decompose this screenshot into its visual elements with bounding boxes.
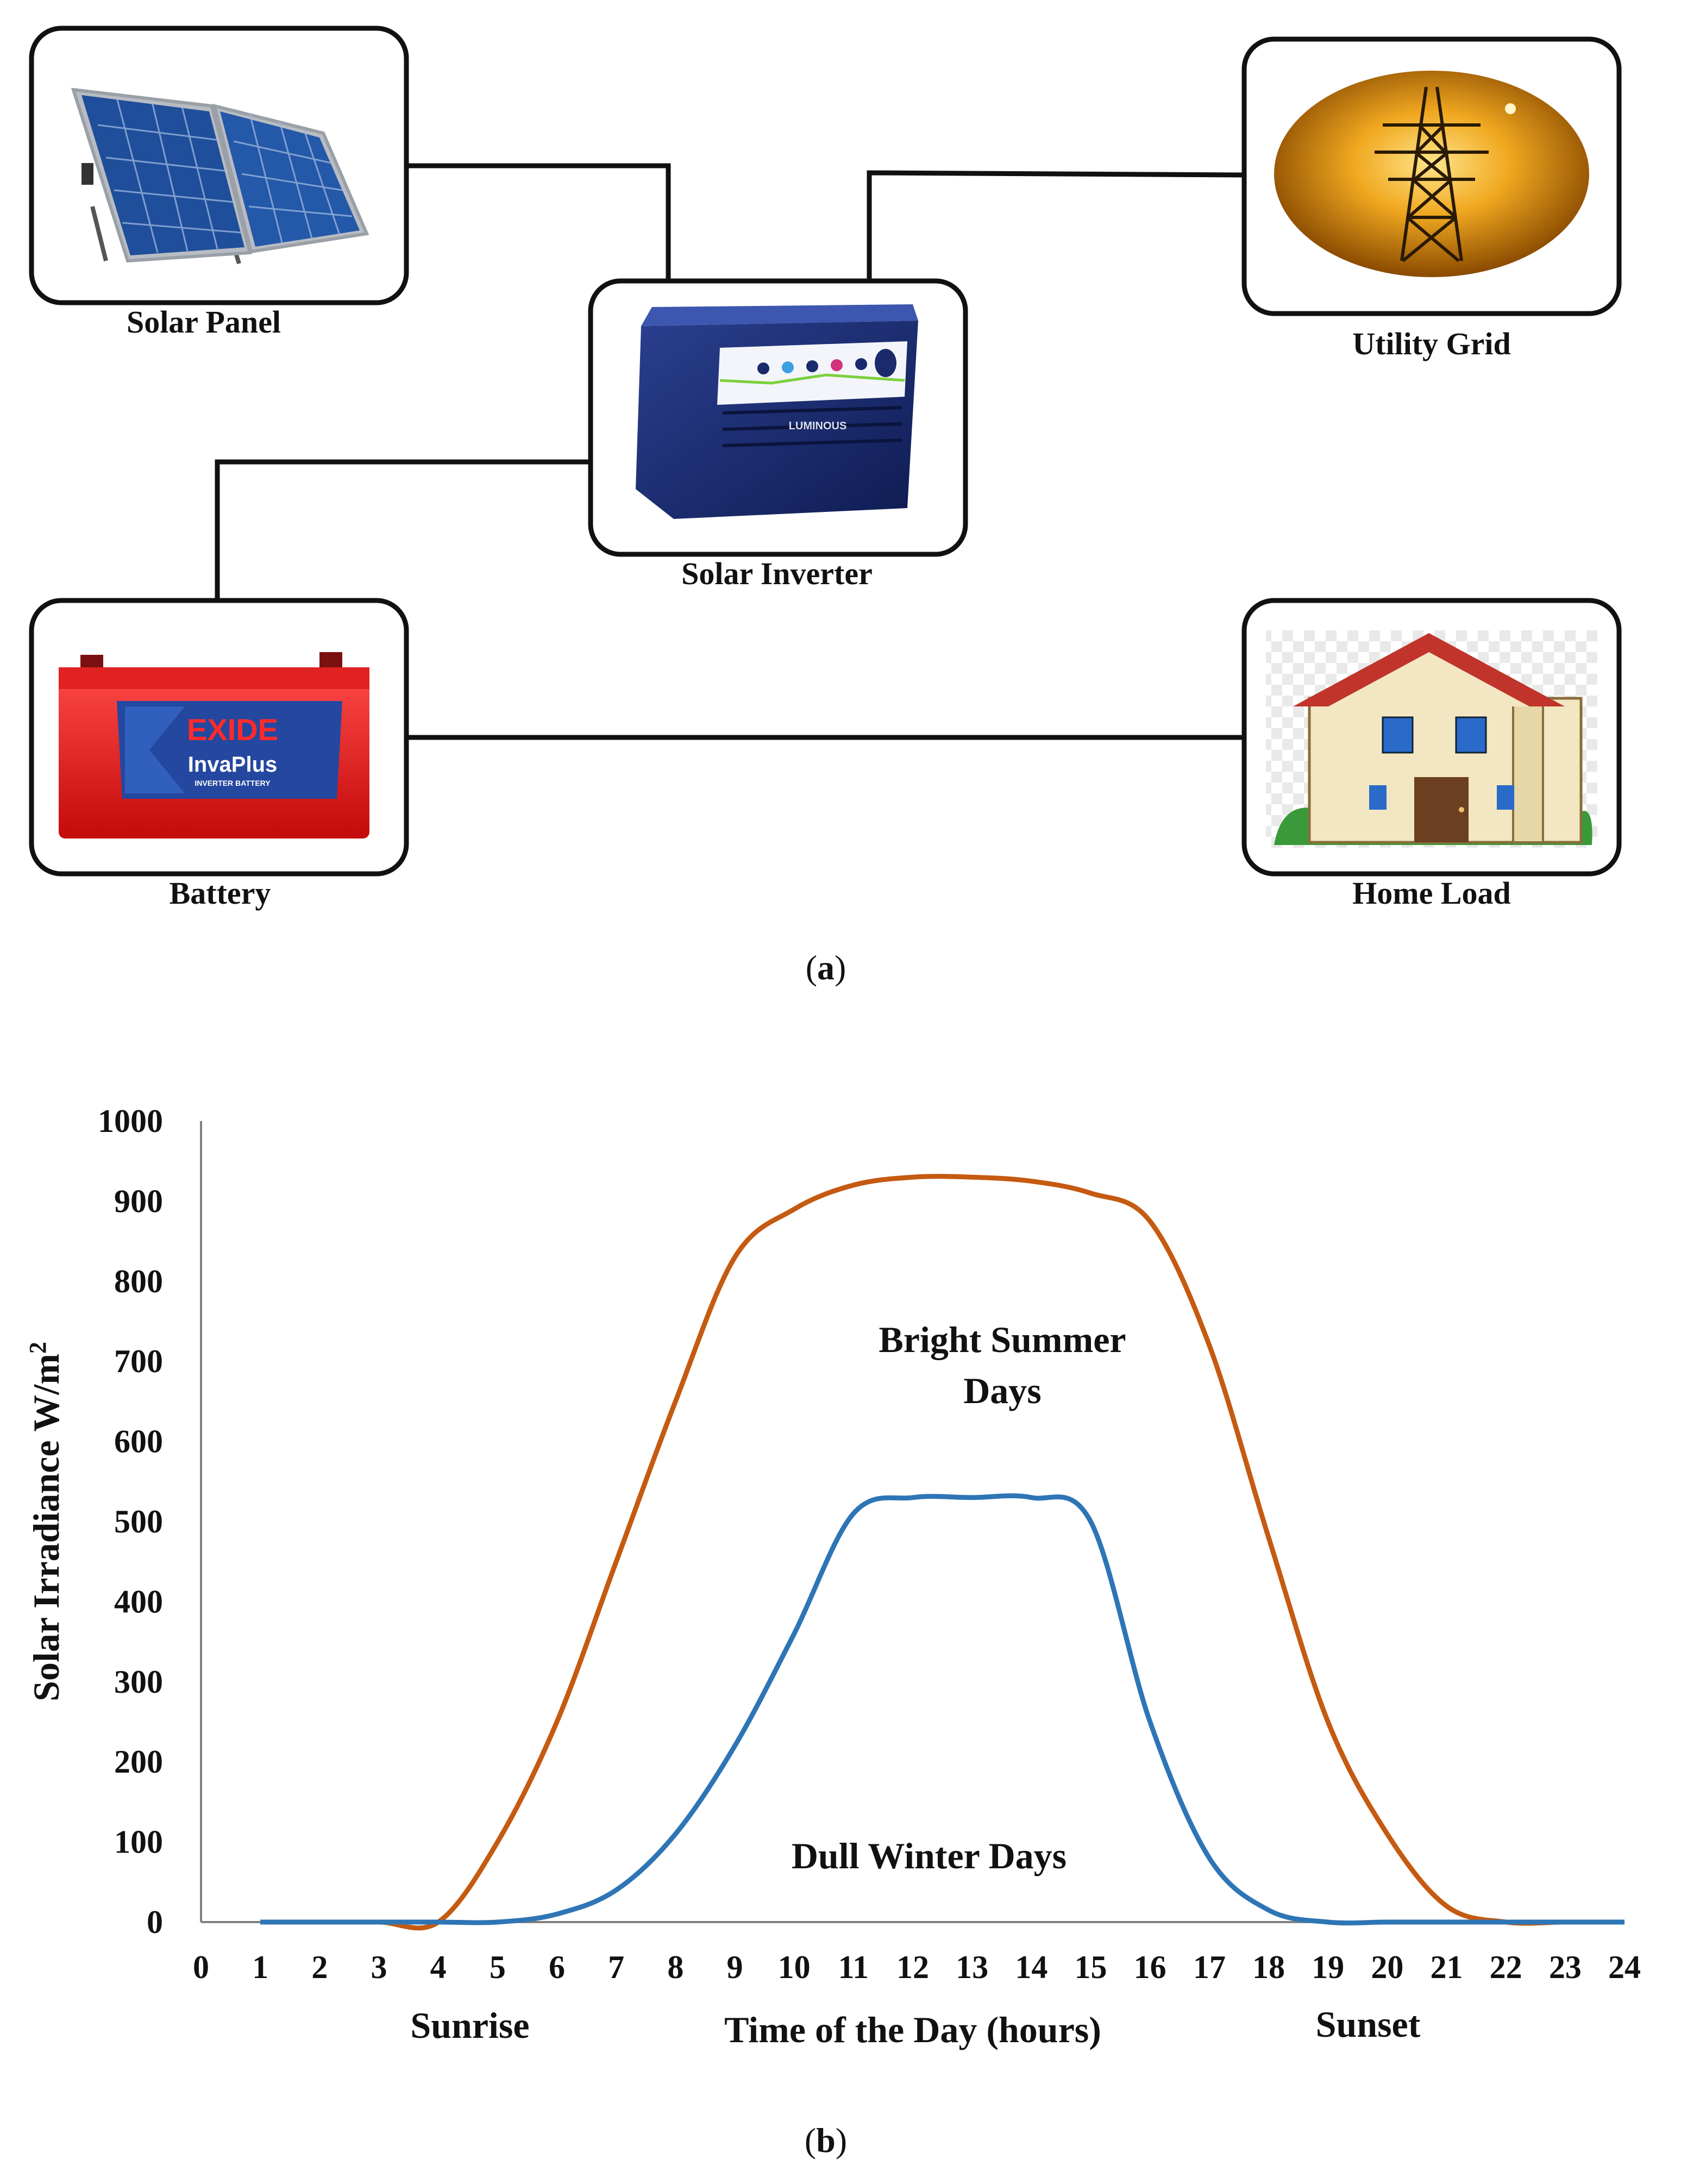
- caption-b: (b): [805, 2121, 847, 2160]
- x-tick-label: 23: [1549, 1949, 1582, 1985]
- utility-grid-node: Utility Grid: [1241, 36, 1622, 361]
- svg-text:InvaPlus: InvaPlus: [188, 753, 278, 777]
- wire-solar-panel-to-inverter: [407, 163, 671, 280]
- x-tick-label: 14: [1015, 1949, 1048, 1985]
- x-tick-label: 3: [371, 1949, 387, 1985]
- house-icon: [1266, 630, 1597, 848]
- x-tick-label: 11: [838, 1949, 869, 1985]
- y-tick-label: 900: [114, 1183, 163, 1219]
- solar-inverter-node: LUMINOUS Solar Inverter: [588, 278, 968, 591]
- svg-text:LUMINOUS: LUMINOUS: [789, 420, 847, 432]
- x-tick-label: 21: [1431, 1949, 1463, 1985]
- x-tick-label: 10: [778, 1949, 811, 1985]
- battery-icon: EXIDE InvaPlus INVERTER BATTERY: [59, 652, 369, 838]
- y-tick-labels: 0 100 200 300 400 500 600 700 800 900 1000: [98, 1103, 163, 1940]
- x-axis-label: Time of the Day (hours): [724, 2009, 1101, 2050]
- caption-a: (a): [806, 948, 846, 987]
- x-tick-label: 16: [1134, 1949, 1166, 1985]
- svg-text:EXIDE: EXIDE: [187, 712, 278, 747]
- x-tick-label: 22: [1490, 1949, 1522, 1985]
- utility-grid-label: Utility Grid: [1352, 326, 1511, 361]
- x-tick-label: 6: [549, 1949, 565, 1985]
- solar-panel-node: Solar Panel: [29, 26, 409, 340]
- x-tick-label: 1: [252, 1949, 268, 1985]
- sunset-label: Sunset: [1316, 2004, 1421, 2045]
- y-tick-label: 300: [114, 1664, 163, 1700]
- x-tick-label: 7: [608, 1949, 624, 1985]
- x-tick-label: 5: [490, 1949, 506, 1985]
- battery-node: EXIDE InvaPlus INVERTER BATTERY Battery: [29, 598, 409, 911]
- diagram-a: Solar Panel LUMINOUS: [29, 26, 1622, 987]
- y-tick-label: 100: [114, 1824, 163, 1860]
- y-tick-label: 600: [114, 1424, 163, 1460]
- solar-inverter-label: Solar Inverter: [681, 556, 873, 591]
- home-load-node: Home Load: [1241, 598, 1622, 911]
- x-tick-label: 17: [1193, 1949, 1226, 1985]
- summer-series-annotation: Bright Summer: [879, 1319, 1126, 1360]
- sunrise-label: Sunrise: [410, 2005, 529, 2046]
- x-tick-label: 19: [1312, 1949, 1344, 1985]
- battery-label: Battery: [170, 875, 271, 911]
- y-axis-label: Solar Irradiance W/m2: [24, 1342, 67, 1701]
- x-tick-label: 18: [1252, 1949, 1285, 1985]
- y-tick-label: 700: [114, 1343, 163, 1379]
- x-tick-label: 12: [896, 1949, 929, 1985]
- x-tick-label: 20: [1371, 1949, 1403, 1985]
- series-layer: [260, 1174, 1624, 1931]
- wire-inverter-to-battery: [215, 459, 589, 600]
- y-tick-label: 200: [114, 1744, 163, 1780]
- x-tick-label: 24: [1608, 1949, 1641, 1985]
- y-tick-label: 800: [114, 1263, 163, 1299]
- x-tick-label: 0: [193, 1949, 209, 1985]
- winter-series-line: [260, 1493, 1624, 1926]
- y-tick-label: 0: [147, 1904, 163, 1940]
- transmission-tower-icon: [1274, 71, 1589, 277]
- y-tick-label: 400: [114, 1584, 163, 1619]
- home-load-label: Home Load: [1352, 875, 1511, 911]
- winter-series-annotation: Dull Winter Days: [792, 1835, 1067, 1876]
- connection-wires: [215, 163, 1245, 740]
- x-tick-label: 15: [1075, 1949, 1107, 1985]
- y-tick-label: 500: [114, 1504, 163, 1540]
- solar-panel-icon: [71, 87, 369, 265]
- x-tick-label: 13: [956, 1949, 988, 1985]
- inverter-icon: LUMINOUS: [636, 304, 918, 519]
- x-tick-label: 4: [430, 1949, 447, 1985]
- x-tick-label: 2: [311, 1949, 328, 1985]
- x-tick-label: 8: [667, 1949, 683, 1985]
- x-tick-label: 9: [727, 1949, 743, 1985]
- y-tick-label: 1000: [98, 1103, 163, 1139]
- svg-text:INVERTER BATTERY: INVERTER BATTERY: [195, 779, 271, 787]
- summer-series-line: [260, 1174, 1624, 1931]
- solar-panel-label: Solar Panel: [127, 304, 281, 340]
- summer-series-annotation-line2: Days: [963, 1370, 1042, 1411]
- wire-inverter-to-utility-grid: [867, 170, 1245, 280]
